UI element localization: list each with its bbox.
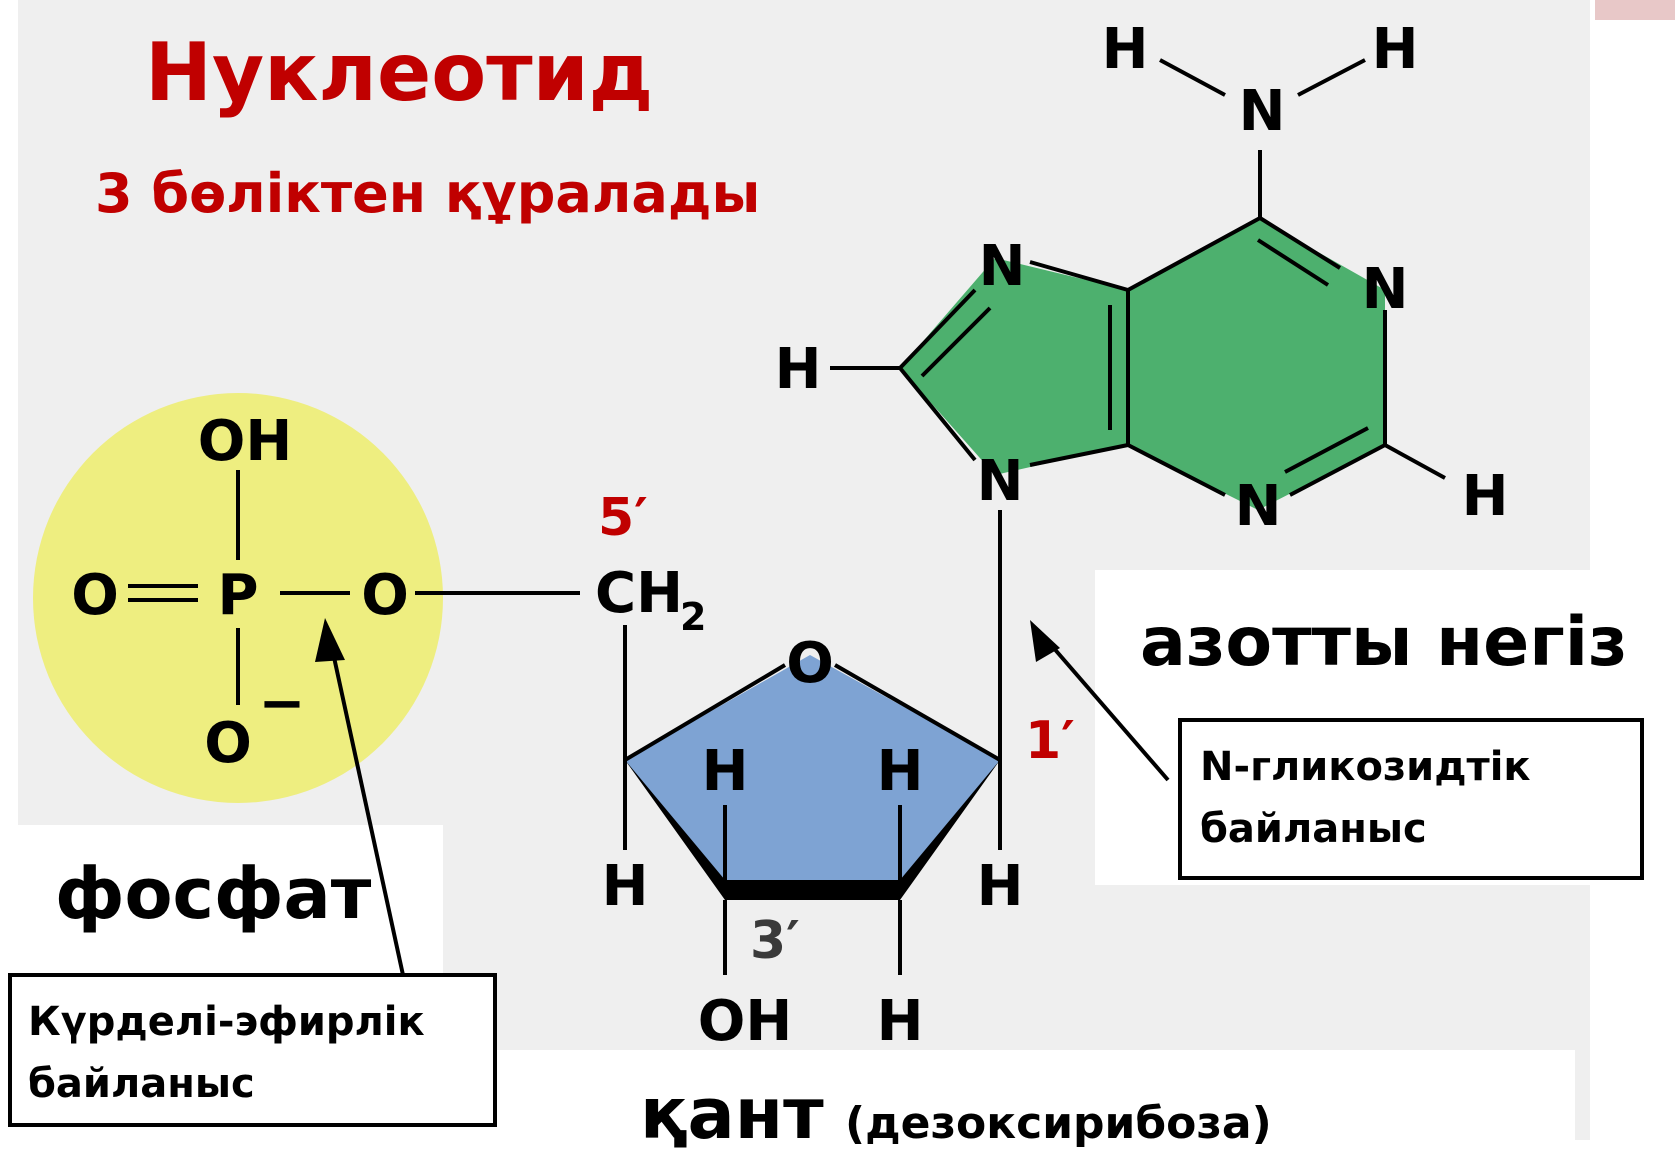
base-n7: N bbox=[979, 234, 1026, 299]
page-title: Нуклеотид bbox=[145, 26, 653, 119]
glycosidic-bond-box bbox=[1178, 718, 1644, 880]
glycosidic-bond-line2: байланыс bbox=[1200, 806, 1427, 852]
base-h2: H bbox=[1462, 464, 1509, 529]
base-n9: N bbox=[977, 449, 1024, 514]
base-n1: N bbox=[1362, 257, 1409, 322]
page-subtitle: 3 бөліктен құралады bbox=[95, 162, 760, 225]
sugar-ch: CH bbox=[595, 561, 683, 626]
sugar-ring-o: O bbox=[786, 631, 834, 696]
prime-1: 1′ bbox=[1025, 711, 1075, 771]
prime-3: 3′ bbox=[750, 911, 800, 971]
ester-bond-line2: байланыс bbox=[28, 1061, 255, 1107]
sugar-h-top-left: H bbox=[702, 739, 749, 804]
bonds bbox=[128, 58, 1446, 975]
phosphate-minus: − bbox=[259, 671, 306, 736]
ester-bond-box bbox=[8, 973, 497, 1127]
phosphate-circle bbox=[33, 393, 443, 803]
amine-h-left: H bbox=[1102, 17, 1149, 82]
sugar-h-right: H bbox=[977, 854, 1024, 919]
arrows bbox=[315, 618, 1170, 976]
sugar-ch-subscript: 2 bbox=[680, 595, 706, 639]
phosphate-o-minus: O bbox=[204, 711, 252, 776]
sugar-fill bbox=[625, 655, 1000, 895]
base-h8: H bbox=[775, 337, 822, 402]
corner-accent bbox=[1595, 0, 1675, 20]
sugar-h-bottom: H bbox=[877, 989, 924, 1054]
phosphate-oh: OH bbox=[198, 409, 292, 474]
base-n3: N bbox=[1235, 474, 1282, 539]
sugar-label: қант bbox=[640, 1073, 824, 1155]
amine-h-right: H bbox=[1372, 17, 1419, 82]
sugar-label-bg bbox=[325, 1050, 1575, 1155]
sugar-h-left: H bbox=[602, 854, 649, 919]
prime-5: 5′ bbox=[598, 488, 648, 548]
phosphate-p: P bbox=[217, 563, 258, 628]
sugar-detail-label: (дезоксирибоза) bbox=[845, 1098, 1272, 1149]
glycosidic-bond-line1: N-гликозидтік bbox=[1200, 744, 1531, 790]
phosphate-o-right: O bbox=[361, 563, 409, 628]
phosphate-label: фосфат bbox=[55, 853, 372, 935]
sugar-h-top-right: H bbox=[877, 739, 924, 804]
ester-bond-line1: Күрделі-эфирлік bbox=[28, 999, 425, 1045]
amine-n: N bbox=[1239, 79, 1286, 144]
phosphate-o-left: O bbox=[71, 563, 119, 628]
sugar-oh: OH bbox=[698, 989, 792, 1054]
base-label: азотты негіз bbox=[1140, 603, 1628, 682]
base-fill bbox=[900, 218, 1385, 510]
